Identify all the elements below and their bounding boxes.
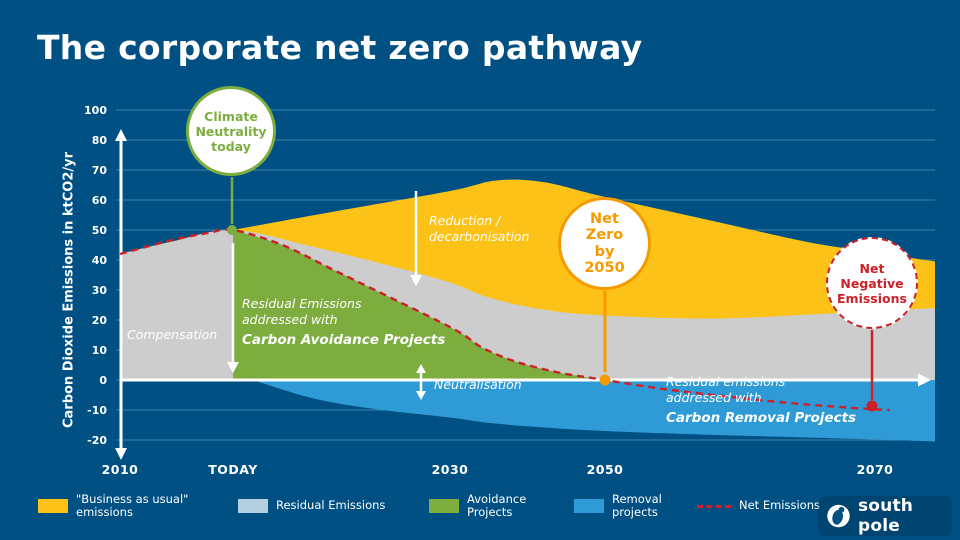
- x-axis-right-arrow-icon: [918, 373, 931, 387]
- x-tick-label: 2030: [432, 462, 469, 477]
- south-pole-logo: south pole: [818, 496, 952, 536]
- x-tick-label: 2050: [587, 462, 624, 477]
- legend-swatch-removal: [574, 499, 604, 513]
- annotation-residual-removal-line1: Residual emissions: [666, 374, 786, 389]
- y-tick-label: -10: [87, 404, 107, 417]
- annotation-residual-removal-line2: addressed with: [666, 390, 762, 405]
- annotation-residual-avoidance-line1: Residual Emissions: [242, 296, 362, 311]
- x-tick-label: 2010: [102, 462, 139, 477]
- neutralisation-arrow-up-icon: [416, 364, 426, 373]
- legend-label-avoidance: Avoidance Projects: [467, 491, 527, 520]
- climate-point-dot: [227, 225, 237, 235]
- y-axis-up-arrow-icon: [115, 129, 127, 141]
- annotation-reduction: Reduction / decarbonisation: [429, 213, 529, 245]
- south-pole-logo-text: south pole: [857, 496, 914, 536]
- net-negative-callout: Net Negative Emissions: [826, 237, 918, 329]
- south-pole-logo-icon: [827, 504, 850, 528]
- y-tick-label: 0: [99, 374, 107, 387]
- y-tick-label: 30: [92, 284, 108, 297]
- legend-label-avoidance-line1: Avoidance: [467, 491, 527, 506]
- annotation-residual-avoidance: Residual Emissions addressed with Carbon…: [242, 296, 445, 348]
- netzero-callout-line2: Zero: [585, 227, 624, 243]
- axes-and-arrows: [115, 129, 931, 460]
- annotation-residual-avoidance-line2: addressed with: [242, 312, 338, 327]
- net-zero-callout: Net Zero by 2050: [558, 197, 651, 290]
- annotation-neutralisation: Neutralisation: [434, 377, 522, 392]
- annotation-residual-removal-line3: Carbon Removal Projects: [666, 410, 857, 426]
- y-tick-label: -20: [87, 434, 107, 447]
- page-title: The corporate net zero pathway: [37, 28, 643, 67]
- neutralisation-arrow-down-icon: [416, 391, 426, 400]
- legend-swatch-bau: [38, 499, 68, 513]
- netzero-callout-line3: by: [594, 243, 615, 260]
- x-tick-label: TODAY: [208, 462, 258, 477]
- y-tick-label: 40: [92, 254, 108, 267]
- y-tick-label: 20: [92, 314, 108, 327]
- legend-swatch-net-dashed-line: [697, 504, 731, 508]
- reduction-arrow-head-icon: [410, 275, 422, 286]
- legend-label-removal: Removal projects: [612, 491, 662, 520]
- legend-item-residual: Residual Emissions: [238, 492, 385, 520]
- climate-callout-line3: today: [211, 138, 251, 154]
- legend-label-net: Net Emissions: [739, 498, 820, 513]
- netneg-callout-line3: Emissions: [837, 290, 907, 306]
- legend-item-bau: "Business as usual" emissions: [38, 492, 188, 520]
- annotation-reduction-line1: Reduction /: [429, 213, 501, 228]
- legend-swatch-avoidance: [429, 499, 459, 513]
- legend-label-removal-line1: Removal: [612, 491, 662, 506]
- legend-item-avoidance: Avoidance Projects: [429, 492, 526, 520]
- legend-item-removal: Removal projects: [574, 492, 662, 520]
- callout-stems: [227, 177, 878, 412]
- legend-label-avoidance-line2: Projects: [467, 505, 513, 519]
- netneg-callout-line1: Net: [859, 260, 885, 276]
- y-tick-label: 80: [92, 134, 108, 147]
- y-tick-label: 100: [84, 104, 107, 117]
- netzero-callout-line1: Net: [590, 210, 619, 227]
- x-tick-label: 2070: [857, 462, 894, 477]
- legend-swatch-residual: [238, 499, 268, 513]
- legend-label-bau-line2: emissions: [76, 505, 133, 519]
- legend-label-bau: "Business as usual" emissions: [76, 491, 189, 520]
- annotation-residual-removal: Residual emissions addressed with Carbon…: [666, 374, 856, 426]
- climate-callout-line1: Climate: [204, 108, 258, 124]
- legend-label-residual: Residual Emissions: [276, 498, 386, 513]
- y-tick-label: 10: [92, 344, 108, 357]
- netzero-callout-line4: 2050: [584, 260, 625, 276]
- legend-item-net: Net Emissions: [697, 492, 820, 520]
- compensation-arrow-head-icon: [227, 362, 239, 373]
- annotation-reduction-line2: decarbonisation: [429, 229, 530, 244]
- netzero-point-dot: [599, 374, 611, 386]
- annotation-residual-avoidance-line3: Carbon Avoidance Projects: [242, 332, 446, 348]
- y-tick-label: 50: [92, 224, 108, 237]
- legend-label-removal-line2: projects: [612, 505, 658, 519]
- y-axis-title: Carbon Dioxide Emissions in ktCO2/yr: [61, 151, 77, 429]
- climate-neutrality-callout: Climate Neutrality today: [186, 86, 276, 176]
- y-tick-label: 60: [92, 194, 108, 207]
- legend-label-bau-line1: "Business as usual": [76, 491, 189, 506]
- netneg-point-dot: [866, 400, 878, 412]
- y-tick-label: 70: [92, 164, 108, 177]
- climate-callout-line2: Neutrality: [195, 123, 267, 139]
- y-axis-down-arrow-icon: [115, 448, 127, 460]
- annotation-compensation: Compensation: [127, 327, 218, 342]
- netneg-callout-line2: Negative: [840, 275, 904, 291]
